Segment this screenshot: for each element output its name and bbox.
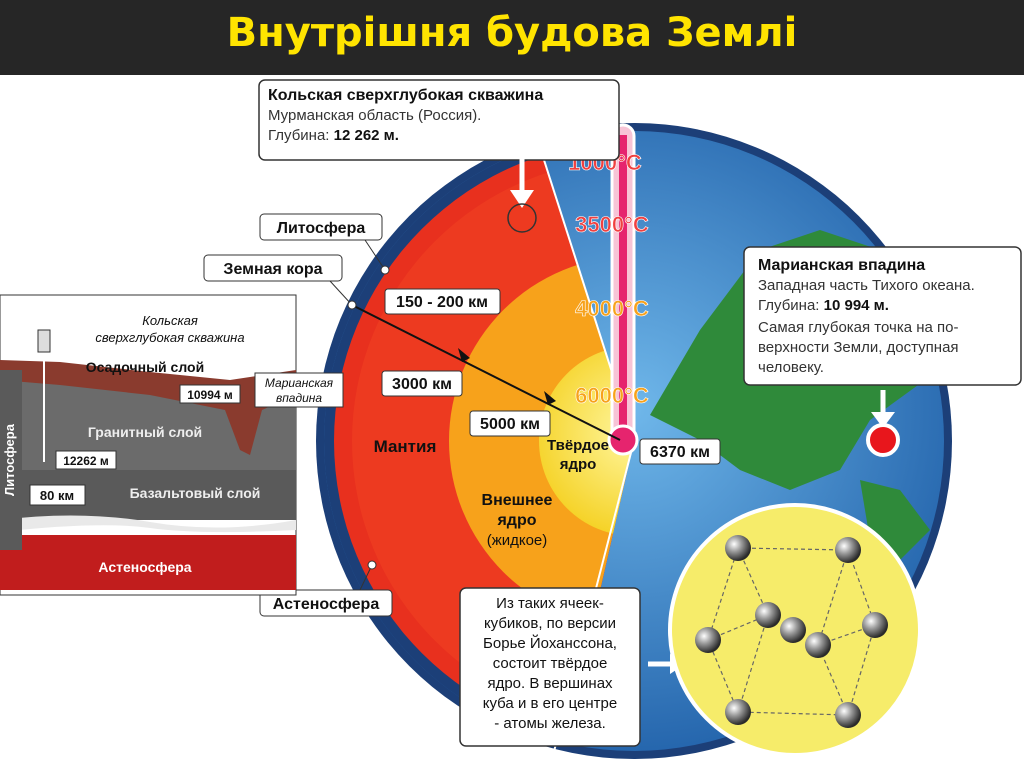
panel-mariana-1: Марианская [265,376,334,390]
layer-outer-core-3: (жидкое) [487,532,548,549]
cube-note-7: - атомы железа. [494,715,606,732]
panel-sediment: Осадочный слой [86,359,204,375]
depth-outer-core: 5000 км [480,416,540,433]
panel-box-80km [29,484,86,506]
lithosphere-pointer [364,239,386,271]
depth-box-mantle [381,370,463,397]
mariana-marker [866,423,900,457]
kola-arrow-head [510,190,534,208]
layer-inner-core-2: ядро [560,456,597,473]
cube-note-3: Борье Йохансcона, [483,634,617,652]
thermometer-mercury [619,135,627,440]
iron-atom [755,602,781,628]
iron-atom [835,537,861,563]
panel-box-mariana [254,372,344,408]
iron-atom [835,702,861,728]
label-box-crust [203,254,343,282]
layer-outer-core-2: ядро [496,512,536,529]
iron-atom-center [780,617,806,643]
panel-depth-kola: 12262 м [63,454,109,468]
depth-box-outer-core [469,410,551,437]
panel-granite: Гранитный слой [88,424,202,440]
panel-depth-80: 80 км [40,488,74,503]
cube-note-1: Из таких ячеек- [496,595,604,612]
basalt-layer [0,470,296,520]
panel-box-mariana-depth [179,384,241,404]
label-lithosphere: Литосфера [277,220,366,237]
cube-note-5: ядро. В вершинах [487,675,613,692]
mariana-line5: человеку. [758,359,824,376]
temp-4000: 4000°C [575,296,649,321]
kola-marker [507,203,537,233]
thermometer-bulb [607,424,639,456]
page-title: Внутрішня будова Землі [226,10,798,56]
mariana-line1: Западная часть Тихого океана. [758,277,975,294]
crust-dot [347,300,357,310]
asthenosphere-layer [0,535,296,590]
label-crust: Земная кора [223,261,322,278]
iron-atom [862,612,888,638]
lithosphere-bar [0,370,22,550]
slice-inner-core [539,346,634,536]
lattice-atoms [695,535,888,728]
radius-line [351,304,621,441]
depth-mantle: 3000 км [392,376,452,393]
asthenosphere-pointer [359,564,373,591]
moho-boundary [0,515,296,533]
panel-box-kola-depth [55,450,117,470]
mariana-arrow-head [871,412,895,428]
iron-atom [805,632,831,658]
cube-note-2: кубиков, по версии [484,615,616,632]
panel-kola-1: Кольская [142,313,198,328]
temp-6000: 6000°C [575,383,649,408]
layer-inner-core-1: Твёрдое [547,437,609,454]
layer-outer-core-1: Внешнее [482,492,553,509]
iron-atom [695,627,721,653]
kola-well-rig [37,329,51,353]
temp-3500: 3500°C [575,212,649,237]
cube-note-4: состоит твёрдое [493,655,608,672]
mariana-depth: Глубина: 10 994 м. [758,297,889,314]
layer-mantle: Мантия [374,437,437,456]
title-bar [0,0,1024,75]
cube-note-6: куба и в его центре [483,695,617,712]
iron-atom [725,699,751,725]
mariana-callout [743,246,1022,386]
label-asthenosphere: Астеносфера [273,596,380,613]
panel-asthenosphere: Астеносфера [98,559,191,575]
iron-atom [725,535,751,561]
depth-box-lithosphere [384,288,501,315]
depth-center: 6370 км [650,444,710,461]
slice-outer-core [449,256,634,626]
kola-region: Мурманская область (Россия). [268,107,481,124]
mariana-line3: Самая глубокая точка на по- [758,319,959,336]
radius-arrow-1 [458,348,470,362]
radius-arrow-2 [544,391,556,405]
panel-mariana-2: впадина [276,391,322,405]
kola-depth: Глубина: 12 262 м. [268,127,399,144]
panel-basalt: Базальтовый слой [130,485,261,501]
depth-lithosphere: 150 - 200 км [396,294,488,311]
label-box-asthenosphere [259,589,393,617]
panel-kola-2: сверхглубокая скважина [95,330,244,345]
panel-lithosphere: Литосфера [2,423,17,496]
lithosphere-dot [380,265,390,275]
label-box-lithosphere [259,213,383,241]
crust-pointer [329,280,353,306]
kola-name: Кольская сверхглубокая скважина [268,87,543,104]
depth-box-center [639,438,721,465]
asthenosphere-dot [367,560,377,570]
cube-note-box [459,587,641,747]
mariana-line4: верхности Земли, доступная [758,339,959,356]
mariana-name: Марианская впадина [758,257,925,274]
kola-callout [258,79,620,161]
panel-depth-mariana: 10994 м [187,388,233,402]
